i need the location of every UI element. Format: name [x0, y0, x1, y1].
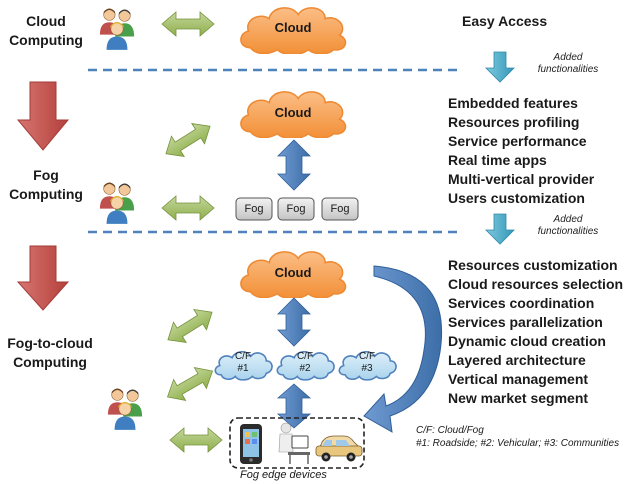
- feature-item: Resources customization: [448, 257, 618, 273]
- cf-node-line: C/F: [296, 351, 314, 362]
- red-down-arrow-2: [16, 245, 70, 311]
- green-double-arrow: [165, 122, 211, 158]
- added-line: functionalities: [537, 64, 599, 75]
- feature-item: Cloud resources selection: [448, 276, 624, 292]
- green-double-arrow: [166, 367, 214, 401]
- feature-item: Resources profiling: [448, 114, 580, 130]
- cf-node-label: C/F #3: [336, 351, 398, 375]
- feature-item: Dynamic cloud creation: [448, 333, 606, 349]
- level-title-line: Cloud: [26, 13, 66, 29]
- cf-node-line: C/F: [358, 351, 376, 362]
- curved-blue-arrow: [363, 265, 442, 433]
- green-double-arrow: [161, 195, 215, 221]
- blue-vertical-arrow: [277, 297, 311, 347]
- fog-node-label: Fog: [330, 203, 350, 215]
- feature-item: Multi-vertical provider: [448, 171, 595, 187]
- feature-item: Embedded features: [448, 95, 578, 111]
- feature-item: Users customization: [448, 190, 585, 206]
- level-title-line: Fog: [33, 167, 59, 183]
- added-line: Added: [553, 214, 583, 225]
- added-line: Added: [553, 52, 583, 63]
- cf-node-label: C/F #1: [212, 351, 274, 375]
- feature-item: Service performance: [448, 133, 587, 149]
- legend: C/F: Cloud/Fog #1: Roadside; #2: Vehicul…: [416, 424, 619, 450]
- feature-list-fog: Embedded features Resources profiling Se…: [448, 94, 594, 208]
- legend-line: C/F: Cloud/Fog: [416, 425, 484, 436]
- feature-item: Easy Access: [462, 13, 548, 29]
- cloud-label: Cloud: [274, 20, 312, 35]
- fog-node-label: Fog: [244, 203, 264, 215]
- level-title-line: Fog-to-cloud: [7, 335, 93, 351]
- blue-vertical-arrow: [277, 139, 311, 191]
- level-title-line: Computing: [13, 354, 87, 370]
- red-down-arrow-1: [16, 81, 70, 151]
- cloud-label: Cloud: [274, 105, 312, 120]
- cf-node-line: #1: [237, 363, 249, 374]
- cf-node-line: #3: [361, 363, 373, 374]
- cf-node-label: C/F #2: [274, 351, 336, 375]
- feature-item: Services parallelization: [448, 314, 603, 330]
- fog-node-box: [235, 197, 273, 221]
- level-title-line: Computing: [9, 32, 83, 48]
- added-functionalities-label: Added functionalities: [518, 214, 618, 238]
- level-title-line: Computing: [9, 186, 83, 202]
- feature-item: Real time apps: [448, 152, 547, 168]
- cf-node-line: #2: [299, 363, 311, 374]
- users-icon: [99, 8, 135, 50]
- level-title-cloud: Cloud Computing: [4, 12, 88, 50]
- added-functionalities-label: Added functionalities: [518, 52, 618, 76]
- cf-node-line: C/F: [234, 351, 252, 362]
- feature-item: Services coordination: [448, 295, 595, 311]
- feature-item: Vertical management: [448, 371, 589, 387]
- feature-item: New market segment: [448, 390, 589, 406]
- blue-vertical-arrow: [276, 383, 312, 429]
- green-double-arrow: [169, 427, 223, 453]
- level-title-fog: Fog Computing: [4, 166, 88, 204]
- teal-down-arrow-1: [485, 51, 515, 83]
- legend-line: #1: Roadside; #2: Vehicular; #3: Communi…: [416, 438, 620, 449]
- green-double-arrow: [167, 308, 213, 344]
- person-at-computer-icon: [278, 422, 310, 464]
- level-title-f2c: Fog-to-cloud Computing: [2, 334, 98, 372]
- fog-node-box: [321, 197, 359, 221]
- edge-devices-box: [229, 417, 365, 469]
- fog-node-box: [277, 197, 315, 221]
- feature-item: Layered architecture: [448, 352, 586, 368]
- teal-down-arrow-2: [485, 213, 515, 245]
- cloud-label: Cloud: [274, 265, 312, 280]
- users-icon: [99, 182, 135, 224]
- car-icon: [315, 435, 363, 462]
- feature-list-cloud: Easy Access: [462, 12, 547, 31]
- users-icon: [107, 388, 143, 430]
- smartphone-icon: [240, 424, 262, 464]
- edge-devices-label: Fog edge devices: [240, 469, 327, 481]
- green-double-arrow: [161, 11, 215, 37]
- feature-list-f2c: Resources customization Cloud resources …: [448, 256, 623, 408]
- added-line: functionalities: [537, 226, 599, 237]
- fog-node-label: Fog: [286, 203, 306, 215]
